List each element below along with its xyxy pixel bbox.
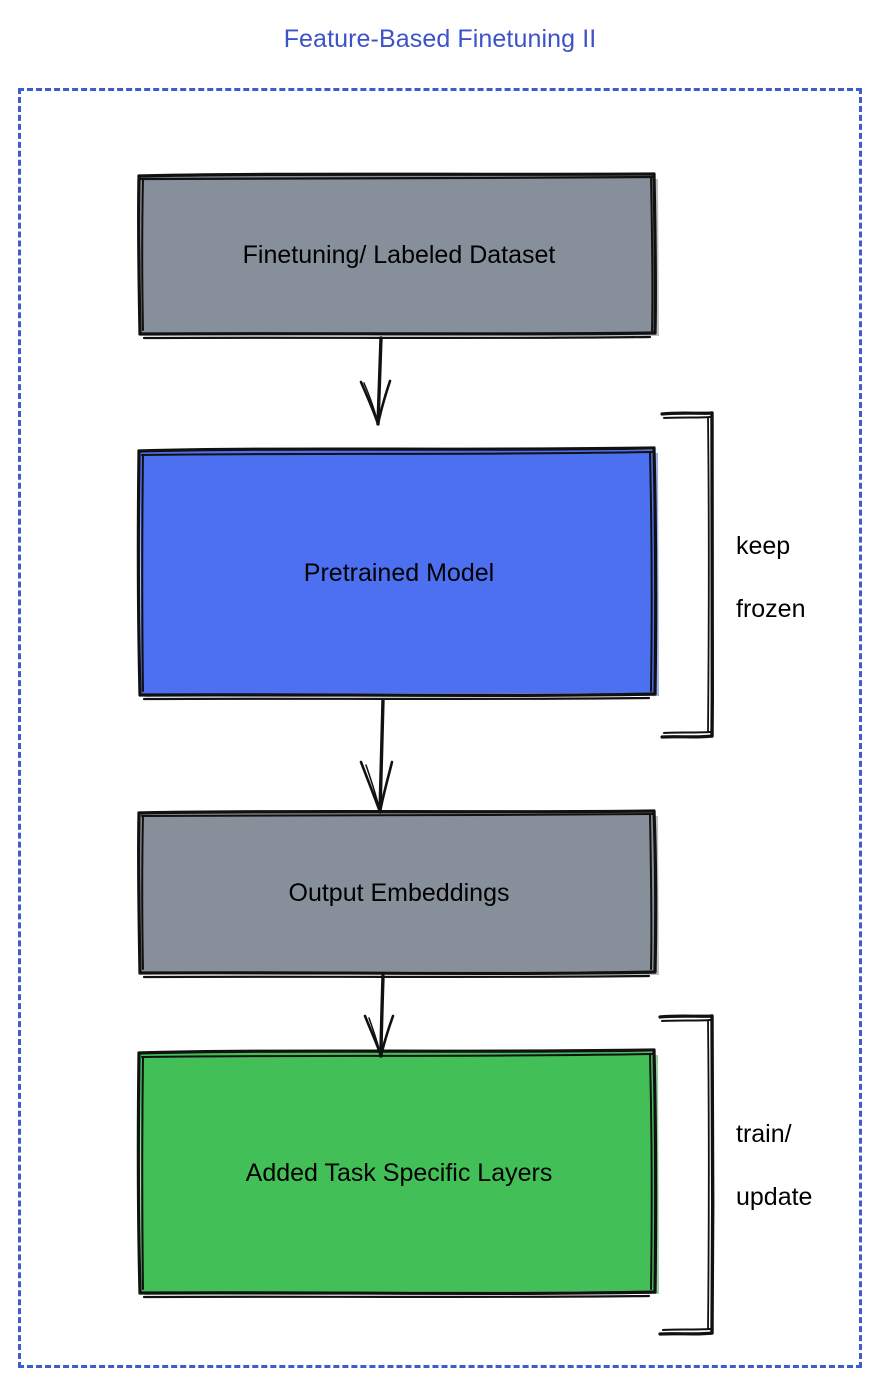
- node-pretrained-model[interactable]: Pretrained Model: [136, 446, 660, 701]
- annotation-train-update-line-1: train/: [736, 1120, 792, 1149]
- node-label-output-embeddings: Output Embeddings: [288, 878, 510, 907]
- node-added-task-specific-layers[interactable]: Added Task Specific Layers: [136, 1048, 660, 1299]
- node-output-embeddings[interactable]: Output Embeddings: [136, 809, 660, 979]
- annotation-keep-frozen: keep frozen: [736, 500, 805, 656]
- node-shape-blue: [136, 446, 660, 701]
- node-shape-gray-1: [136, 172, 660, 340]
- annotation-train-update: train/ update: [736, 1088, 812, 1244]
- node-shape-green: [136, 1048, 660, 1299]
- node-shape-gray-2: [136, 809, 660, 979]
- node-finetuning-labeled-dataset[interactable]: Finetuning/ Labeled Dataset: [136, 172, 660, 340]
- node-label-pretrained-model: Pretrained Model: [303, 558, 495, 587]
- node-label-added-task-specific-layers: Added Task Specific Layers: [245, 1158, 553, 1187]
- annotation-keep-frozen-line-2: frozen: [736, 594, 806, 623]
- annotation-train-update-line-2: update: [736, 1182, 813, 1211]
- node-label-finetuning-labeled-dataset: Finetuning/ Labeled Dataset: [242, 240, 556, 269]
- page-title: Feature-Based Finetuning II: [283, 25, 597, 53]
- annotation-keep-frozen-line-1: keep: [736, 532, 791, 561]
- feature-based-finetuning-group-frame: [18, 88, 862, 1368]
